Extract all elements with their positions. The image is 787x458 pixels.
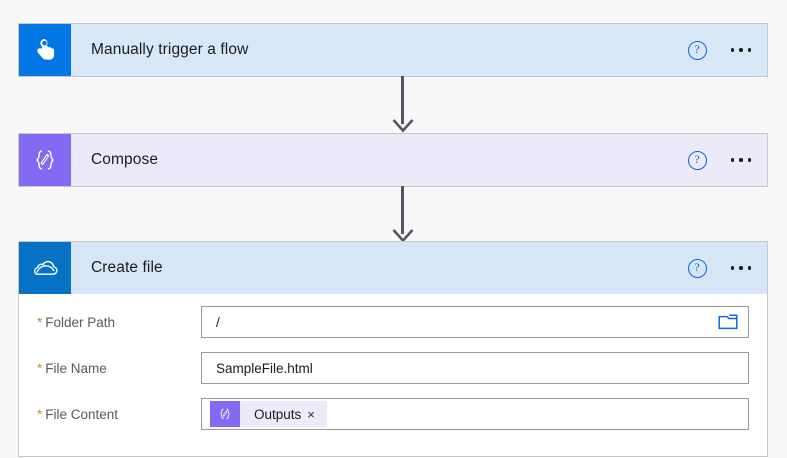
file-content-input[interactable]: Outputs × — [201, 398, 749, 430]
more-options-icon[interactable] — [729, 44, 754, 56]
field-label-text: File Name — [45, 360, 107, 376]
flow-card-compose[interactable]: Compose ? — [18, 133, 768, 187]
folder-path-value: / — [216, 314, 220, 330]
help-icon[interactable]: ? — [687, 40, 707, 60]
flow-card-header-compose[interactable]: Compose ? — [19, 134, 767, 186]
connector-compose-to-createfile — [391, 186, 415, 244]
folder-picker-icon[interactable] — [718, 313, 738, 330]
compose-braces-icon — [19, 134, 71, 186]
help-icon[interactable]: ? — [687, 150, 707, 170]
dynamic-content-token-outputs[interactable]: Outputs × — [210, 401, 327, 427]
flow-card-actions-compose: ? — [687, 134, 754, 186]
required-asterisk: * — [37, 406, 43, 422]
connector-trigger-to-compose — [391, 76, 415, 134]
onedrive-cloud-icon — [19, 242, 71, 294]
flow-card-header-create-file[interactable]: Create file ? — [19, 242, 767, 294]
help-icon[interactable]: ? — [687, 258, 707, 278]
file-name-value: SampleFile.html — [216, 360, 313, 376]
flow-card-trigger[interactable]: Manually trigger a flow ? — [18, 23, 768, 77]
field-label-text: Folder Path — [45, 314, 116, 330]
field-label-file-name: *File Name — [37, 361, 201, 376]
file-name-input[interactable]: SampleFile.html — [201, 352, 749, 384]
field-label-folder-path: *Folder Path — [37, 315, 201, 330]
token-label: Outputs — [254, 406, 302, 422]
flow-card-create-file[interactable]: Create file ? *Folder Path / — [18, 241, 768, 457]
create-file-form: *Folder Path / *File Name — [19, 294, 767, 456]
compose-braces-icon — [210, 401, 240, 427]
flow-card-actions-trigger: ? — [687, 24, 754, 76]
folder-path-input[interactable]: / — [201, 306, 749, 338]
flow-card-title-compose: Compose — [91, 151, 159, 168]
more-options-icon[interactable] — [729, 154, 754, 166]
flow-card-title-trigger: Manually trigger a flow — [91, 41, 249, 58]
form-row-file-content: *File Content Outputs × — [19, 398, 767, 430]
tap-hand-icon — [19, 24, 71, 76]
flow-card-actions-create-file: ? — [687, 242, 754, 294]
flow-card-title-create-file: Create file — [91, 259, 163, 276]
form-row-file-name: *File Name SampleFile.html — [19, 352, 767, 384]
flow-card-header-trigger[interactable]: Manually trigger a flow ? — [19, 24, 767, 76]
required-asterisk: * — [37, 314, 43, 330]
field-label-text: File Content — [45, 406, 119, 422]
close-icon[interactable]: × — [307, 406, 315, 422]
more-options-icon[interactable] — [729, 262, 754, 274]
form-row-folder-path: *Folder Path / — [19, 306, 767, 338]
field-label-file-content: *File Content — [37, 407, 201, 422]
required-asterisk: * — [37, 360, 43, 376]
